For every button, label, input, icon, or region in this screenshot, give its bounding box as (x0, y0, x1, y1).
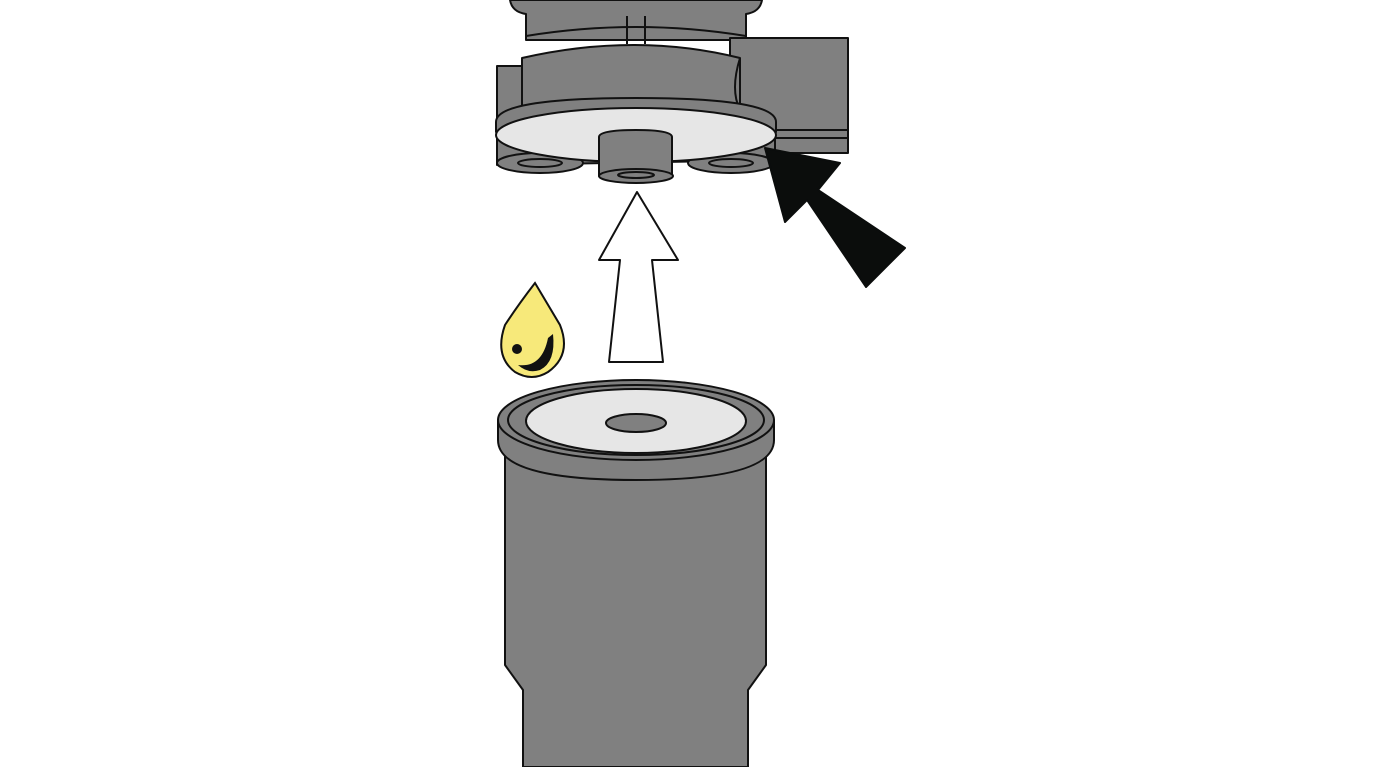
filter-center-hole (605, 413, 667, 433)
white-up-arrow-icon (598, 191, 679, 363)
filter-housing (495, 0, 849, 184)
oil-drop-icon (500, 281, 565, 378)
oil-filter (497, 379, 775, 767)
black-arrow-icon (764, 147, 906, 288)
